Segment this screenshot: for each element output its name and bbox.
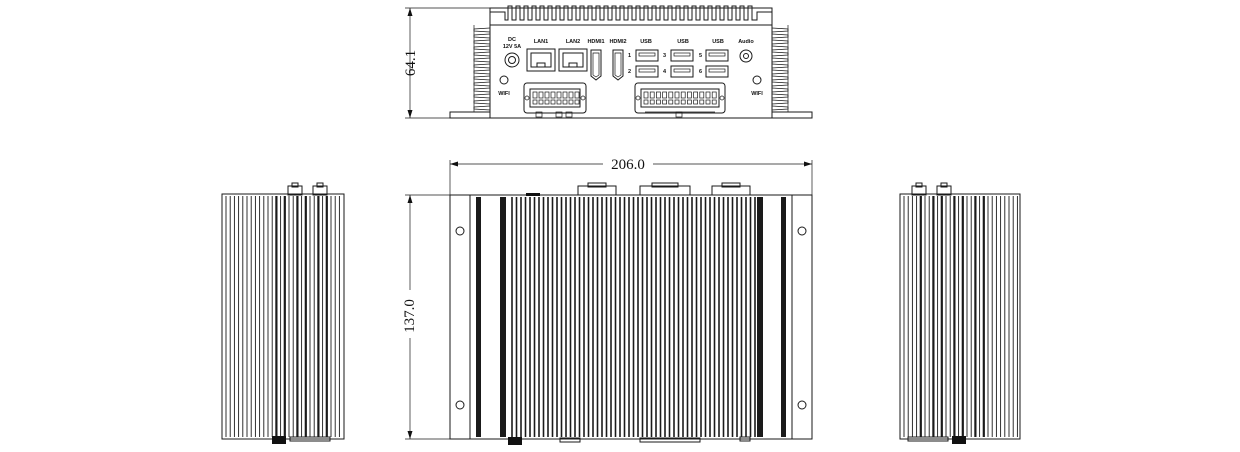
top-body bbox=[449, 194, 813, 440]
hdmi1-port bbox=[590, 49, 602, 81]
lan1-port bbox=[526, 48, 556, 72]
left-side-body bbox=[221, 193, 345, 440]
left-side-bottom-connector bbox=[272, 436, 286, 444]
right-side-view bbox=[899, 182, 1021, 444]
label-wifi-left: WIFI bbox=[498, 91, 510, 97]
hdmi2-port bbox=[612, 49, 624, 81]
audio-jack-inner bbox=[743, 53, 749, 59]
top-front-connectors bbox=[508, 436, 751, 445]
mount-hole-tr bbox=[797, 226, 807, 236]
front-view: DC 12V 5A LAN1 LAN2 HDMI1 HDMI2 USB USB bbox=[403, 5, 813, 119]
right-side-bottom-connector bbox=[952, 436, 966, 444]
top-fins bbox=[489, 5, 773, 25]
mount-hole-br bbox=[797, 400, 807, 410]
audio-jack bbox=[739, 49, 753, 63]
label-wifi-right: WIFI bbox=[751, 91, 763, 97]
left-side-antenna-1 bbox=[287, 185, 303, 196]
port-number-4: 4 bbox=[663, 69, 667, 75]
right-side-fins bbox=[771, 25, 789, 112]
port-number-2: 2 bbox=[628, 69, 631, 75]
right-side-antenna-2 bbox=[936, 185, 952, 196]
dimension-depth-value: 137.0 bbox=[402, 299, 418, 333]
lan2-port bbox=[558, 48, 588, 72]
label-hdmi2: HDMI2 bbox=[609, 39, 626, 45]
port-number-6: 6 bbox=[699, 69, 702, 75]
label-lan1: LAN1 bbox=[534, 39, 548, 45]
label-audio: Audio bbox=[738, 39, 754, 45]
dimension-width: 206.0 bbox=[449, 154, 813, 195]
left-side-antenna-2 bbox=[312, 185, 328, 196]
wifi-antenna-left bbox=[499, 75, 509, 85]
right-side-antenna-1 bbox=[911, 185, 927, 196]
top-rear-connectors bbox=[526, 182, 751, 196]
mount-hole-tl bbox=[455, 226, 465, 236]
front-face bbox=[489, 24, 773, 119]
top-view: 206.0 137.0 bbox=[398, 154, 813, 445]
label-usb-a: USB bbox=[640, 39, 652, 45]
label-usb-c: USB bbox=[712, 39, 724, 45]
mount-hole-bl bbox=[455, 400, 465, 410]
left-side-fins bbox=[473, 25, 491, 112]
terminal-block-right bbox=[634, 82, 726, 118]
dc-jack bbox=[504, 52, 520, 68]
terminal-block-left bbox=[523, 82, 587, 118]
wifi-antenna-right bbox=[752, 75, 762, 85]
label-lan2: LAN2 bbox=[566, 39, 580, 45]
usb-ports bbox=[635, 49, 729, 78]
dimension-depth: 137.0 bbox=[398, 194, 450, 440]
dimension-height: 64.1 bbox=[403, 7, 490, 119]
dc-jack-inner bbox=[508, 56, 516, 64]
port-number-5: 5 bbox=[699, 53, 702, 59]
dimension-width-value: 206.0 bbox=[611, 157, 645, 173]
left-side-view bbox=[221, 182, 345, 444]
port-number-1: 1 bbox=[628, 53, 631, 59]
port-number-3: 3 bbox=[663, 53, 666, 59]
label-usb-b: USB bbox=[677, 39, 689, 45]
dimension-height-value: 64.1 bbox=[403, 50, 419, 76]
label-dc-rating: 12V 5A bbox=[503, 44, 521, 50]
label-hdmi1: HDMI1 bbox=[587, 39, 604, 45]
right-side-body bbox=[899, 193, 1021, 440]
label-dc: DC bbox=[508, 37, 516, 43]
